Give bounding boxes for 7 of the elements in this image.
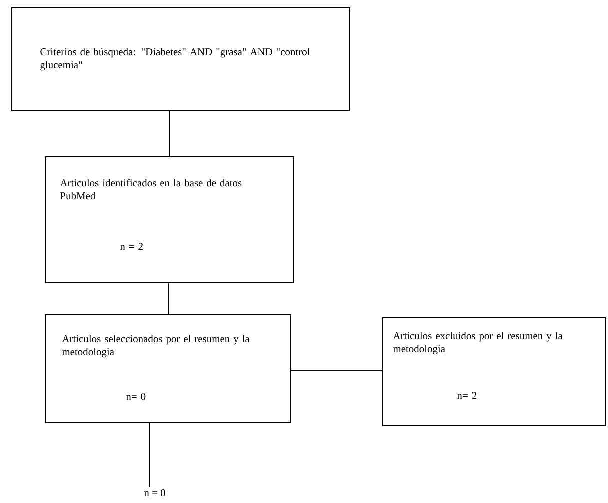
process-box: Criterios de búsqueda: "Diabetes" AND "grasa" AND "control glucemia" bbox=[12, 8, 350, 112]
process-box: Articulos excluidos por el resumen y la metodologia n= 2 bbox=[382, 318, 606, 426]
process-box: Articulos seleccionados por el resumen y la metodologia n= 0 bbox=[46, 314, 292, 424]
connector-line bbox=[290, 370, 384, 371]
connector-line bbox=[168, 282, 169, 316]
process-box: Articulos identificados en la base de datos PubMed n = 2 bbox=[46, 156, 294, 284]
count-text: n = 0 bbox=[144, 489, 166, 497]
